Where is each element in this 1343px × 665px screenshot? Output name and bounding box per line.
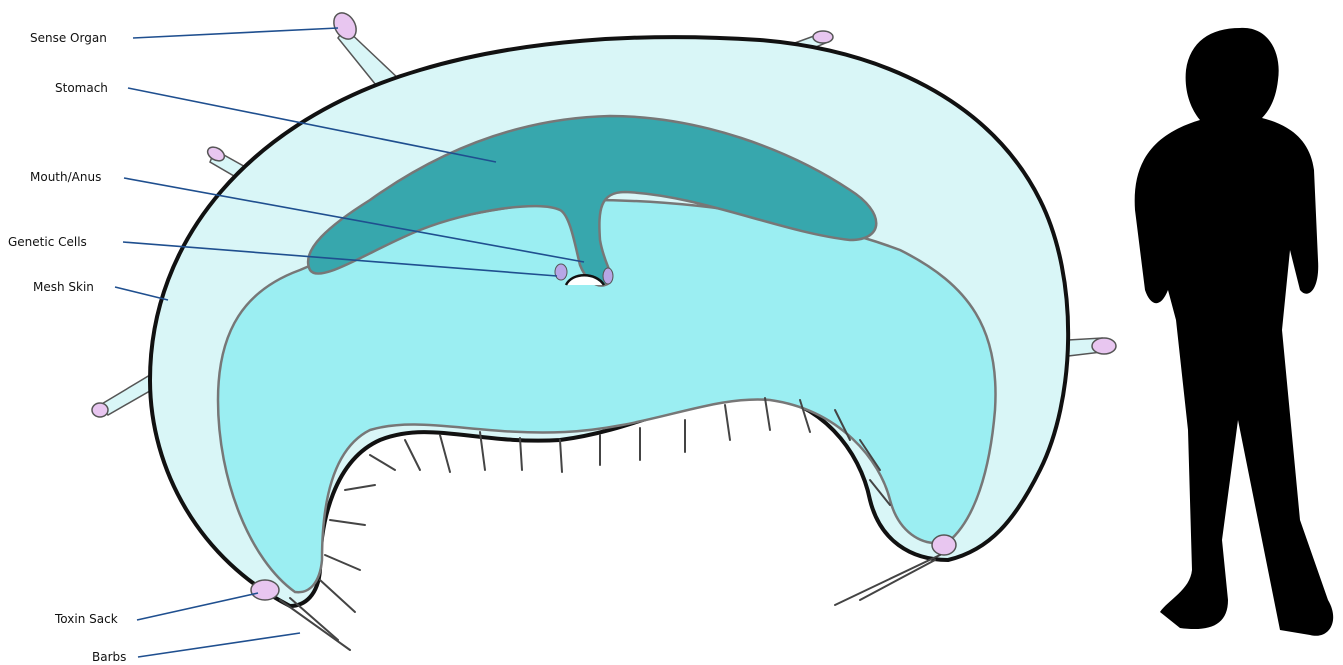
label-toxin-sack: Toxin Sack	[54, 612, 118, 626]
genetic-cell-left	[555, 264, 567, 280]
toxin-sack-right	[932, 535, 956, 555]
label-barbs: Barbs	[92, 650, 126, 664]
label-mouth-anus: Mouth/Anus	[30, 170, 101, 184]
leader-sense-organ	[133, 28, 338, 38]
leader-mesh-skin	[115, 287, 168, 300]
human-silhouette	[1135, 28, 1334, 636]
leader-barbs	[138, 633, 300, 657]
label-mesh-skin: Mesh Skin	[33, 280, 94, 294]
label-genetic-cells: Genetic Cells	[8, 235, 87, 249]
genetic-cell-right	[603, 268, 613, 284]
toxin-sack-left	[251, 580, 279, 600]
label-stomach: Stomach	[55, 81, 108, 95]
label-sense-organ: Sense Organ	[30, 31, 107, 45]
leader-toxin-sack	[137, 593, 258, 620]
